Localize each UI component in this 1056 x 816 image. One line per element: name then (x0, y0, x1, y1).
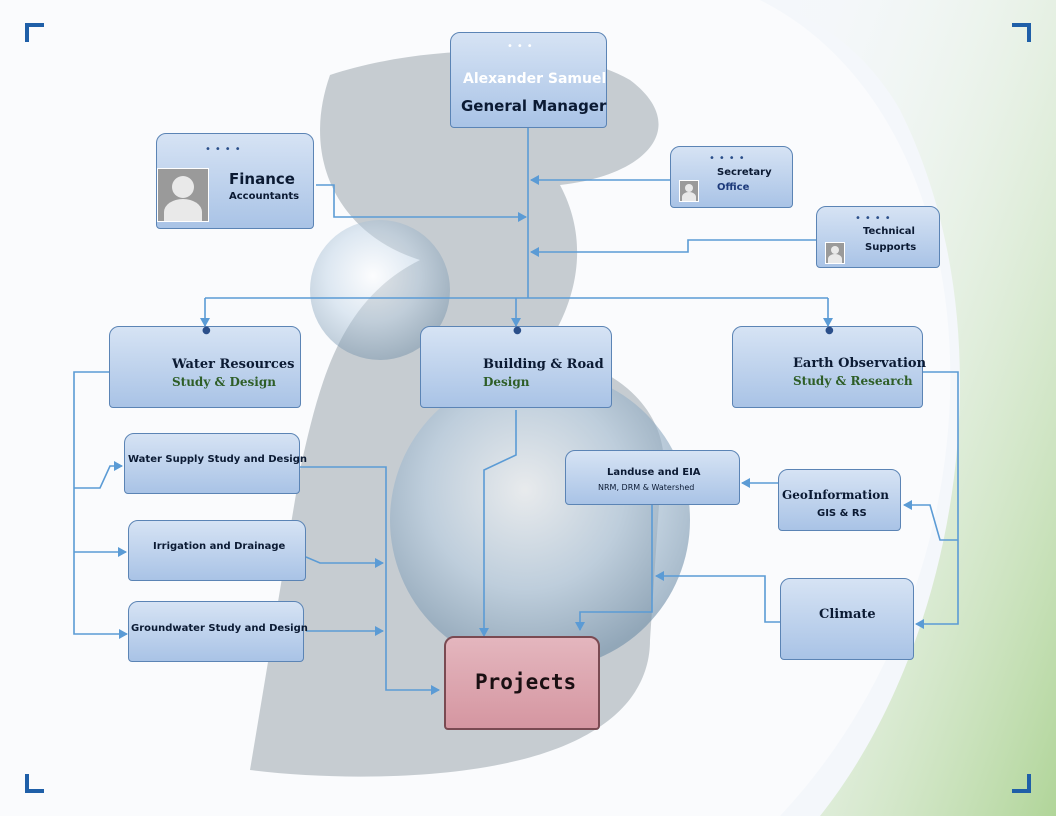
user-avatar-icon (157, 168, 209, 222)
earth-observation-dot-icon: ● (825, 325, 834, 336)
water-supply-title: Water Supply Study and Design (128, 454, 307, 465)
finance-node[interactable]: •••• Finance Accountants (156, 133, 314, 229)
building-road-node[interactable]: ● Building & Road Design (420, 325, 612, 408)
user-avatar-icon (825, 242, 845, 264)
irrigation-node[interactable]: Irrigation and Drainage (128, 520, 306, 581)
dots-icon: •••• (709, 153, 749, 164)
manager-title: General Manager (461, 97, 607, 115)
landuse-title: Landuse and EIA (607, 467, 701, 478)
globe-watermark (390, 370, 690, 670)
building-road-subtitle: Design (483, 375, 530, 389)
technical-supports-node[interactable]: •••• Technical Supports (816, 206, 940, 268)
geoinformation-subtitle: GIS & RS (817, 508, 867, 519)
green-background-swoosh (760, 0, 1056, 816)
earth-observation-title: Earth Observation (793, 356, 927, 371)
projects-node[interactable]: Projects (444, 636, 600, 730)
landuse-subtitle: NRM, DRM & Watershed (598, 483, 695, 492)
user-avatar-icon (679, 180, 699, 202)
general-manager-node[interactable]: ••• Alexander Samuel General Manager (450, 32, 607, 128)
climate-title: Climate (819, 607, 876, 622)
globe-small-watermark (310, 220, 450, 360)
climate-node[interactable]: Climate (780, 578, 914, 660)
technical-line2: Supports (865, 242, 917, 253)
technical-line1: Technical (863, 226, 915, 237)
dots-icon: ••• (507, 41, 537, 52)
water-resources-dot-icon: ● (202, 325, 211, 336)
secretary-node[interactable]: •••• Secretary Office (670, 146, 793, 208)
water-resources-node[interactable]: ● Water Resources Study & Design (109, 325, 301, 408)
landuse-node[interactable]: Landuse and EIA NRM, DRM & Watershed (565, 450, 740, 505)
geoinformation-title: GeoInformation (782, 488, 890, 502)
water-supply-node[interactable]: Water Supply Study and Design (124, 433, 307, 494)
secretary-subtitle: Office (717, 182, 750, 193)
corner-brackets (25, 23, 1031, 793)
projects-title: Projects (475, 670, 577, 694)
water-resources-title: Water Resources (172, 357, 295, 372)
finance-title: Finance (229, 170, 295, 188)
groundwater-node[interactable]: Groundwater Study and Design (128, 601, 308, 662)
building-road-title: Building & Road (483, 357, 604, 372)
groundwater-title: Groundwater Study and Design (131, 623, 308, 634)
secretary-title: Secretary (717, 167, 772, 178)
manager-name: Alexander Samuel (463, 71, 607, 87)
irrigation-title: Irrigation and Drainage (153, 541, 286, 552)
finance-subtitle: Accountants (229, 191, 300, 202)
earth-observation-subtitle: Study & Research (793, 374, 913, 388)
connectors (73, 128, 959, 695)
dots-icon: •••• (855, 213, 895, 224)
building-road-dot-icon: ● (513, 325, 522, 336)
geoinformation-node[interactable]: GeoInformation GIS & RS (778, 469, 901, 531)
water-resources-subtitle: Study & Design (172, 375, 276, 389)
dots-icon: •••• (205, 144, 245, 155)
earth-observation-node[interactable]: ● Earth Observation Study & Research (732, 325, 927, 408)
